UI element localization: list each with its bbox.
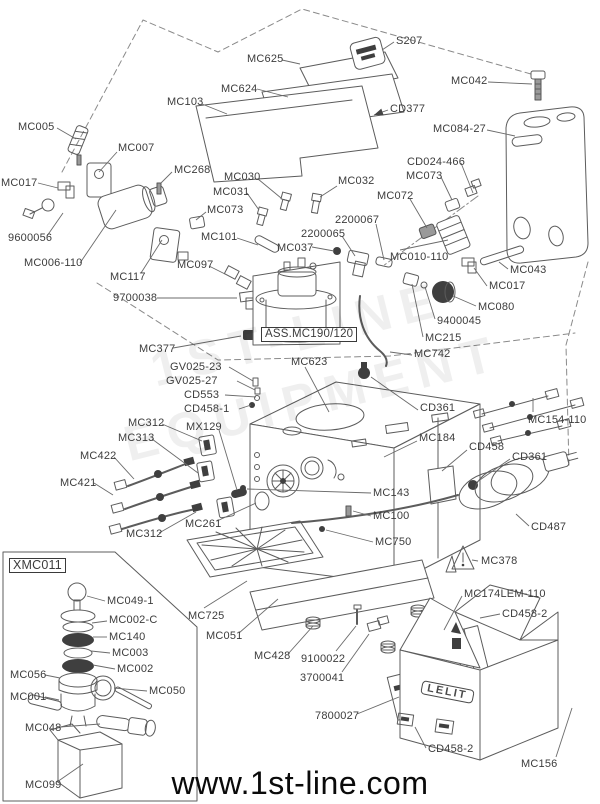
part-label: CD553: [184, 389, 220, 401]
tank-screw-drawing: [530, 70, 546, 101]
part-label: MC043: [510, 264, 547, 276]
part-label: MC099: [25, 779, 62, 791]
part-label: CD361: [512, 451, 548, 463]
part-label: GV025-23: [170, 361, 222, 373]
part-label: MC261: [185, 518, 222, 530]
part-label: MC143: [373, 487, 410, 499]
part-label: MC042: [451, 75, 488, 87]
part-label: MC007: [118, 142, 155, 154]
part-label: MC030: [224, 171, 261, 183]
part-label: ASS.MC190/120: [261, 327, 358, 342]
part-label: MC049-1: [107, 595, 154, 607]
part-label: MC006-110: [24, 257, 83, 269]
part-label: MC048: [25, 722, 62, 734]
part-label: MC725: [188, 610, 225, 622]
part-label: MC312: [128, 417, 165, 429]
part-label: MC100: [373, 510, 410, 522]
warning-triangle-drawing: [445, 545, 475, 573]
part-label: MC174LEM-110: [464, 588, 546, 600]
part-label: CD377: [390, 103, 426, 115]
part-label: MC001: [10, 691, 47, 703]
part-label: MC003: [112, 647, 149, 659]
part-label: MC002: [117, 663, 154, 675]
part-label: MC097: [177, 259, 214, 271]
part-label: MC002-C: [109, 614, 158, 626]
part-label: MC103: [167, 96, 204, 108]
part-label: 3700041: [300, 672, 345, 684]
part-label: CD487: [531, 521, 567, 533]
part-label: MC051: [206, 630, 243, 642]
part-label: MC378: [481, 555, 518, 567]
part-label: MC154-110: [528, 414, 587, 426]
power-cord-drawing: [291, 451, 579, 524]
part-label: MC184: [419, 432, 456, 444]
part-label: CD458-2: [502, 608, 548, 620]
website-url: www.1st-line.com: [171, 765, 429, 801]
part-label: MC050: [149, 685, 186, 697]
part-label: MC031: [213, 186, 250, 198]
part-label: 9600056: [8, 232, 53, 244]
part-label: MC377: [139, 343, 176, 355]
part-label: MC623: [291, 356, 328, 368]
part-label: CD361: [420, 402, 456, 414]
part-label: CD458-1: [184, 403, 230, 415]
part-label: CD024-466: [407, 156, 466, 168]
part-label: MC742: [414, 348, 451, 360]
part-label: MC101: [201, 231, 238, 243]
part-label: MC428: [254, 650, 291, 662]
part-label: MC750: [375, 536, 412, 548]
part-label: MC037: [277, 242, 314, 254]
part-label: MC624: [221, 83, 258, 95]
part-label: XMC011: [9, 558, 66, 573]
part-label: MC073: [207, 204, 244, 216]
part-label: 2200067: [335, 214, 380, 226]
part-label: MC421: [60, 477, 97, 489]
part-label: MC072: [377, 190, 414, 202]
part-label: CD458-2: [428, 743, 474, 755]
part-label: MC156: [521, 758, 558, 770]
part-label: MC010-110: [390, 251, 449, 263]
pump-assembly-drawing: [22, 125, 323, 340]
part-label: MC215: [425, 332, 462, 344]
part-label: MC140: [109, 631, 146, 643]
water-tank-drawing: [505, 106, 589, 264]
part-label: MC017: [1, 177, 38, 189]
part-label: 2200065: [301, 228, 346, 240]
part-label: MC073: [406, 170, 443, 182]
part-label: CD458: [469, 441, 505, 453]
part-label: MC084-27: [433, 123, 486, 135]
part-label: MC032: [338, 175, 375, 187]
part-label: 9700038: [113, 292, 158, 304]
part-label: 7800027: [315, 710, 360, 722]
part-label: MX129: [186, 421, 222, 433]
part-label: MC005: [18, 121, 55, 133]
wiring-harness-drawing: [472, 388, 585, 446]
part-label: GV025-27: [166, 375, 218, 387]
part-label: MC422: [80, 450, 117, 462]
part-label: MC312: [126, 528, 163, 540]
part-label: 9400045: [437, 315, 482, 327]
part-label: S207: [396, 35, 423, 47]
portafilter-kit-drawing: [2, 551, 198, 802]
part-label: MC080: [478, 301, 515, 313]
part-label: MC625: [247, 53, 284, 65]
shipping-box-drawing: [396, 584, 559, 761]
part-label: MC017: [489, 280, 526, 292]
valve-chain-drawing: [333, 178, 525, 379]
part-label: MC056: [10, 669, 47, 681]
part-label: 9100022: [301, 653, 346, 665]
part-label: MC268: [174, 164, 211, 176]
part-label: MC313: [118, 432, 155, 444]
drip-tray-drawing: [186, 520, 435, 654]
part-label: MC117: [110, 271, 146, 283]
switch-panel-drawing: [108, 434, 270, 535]
